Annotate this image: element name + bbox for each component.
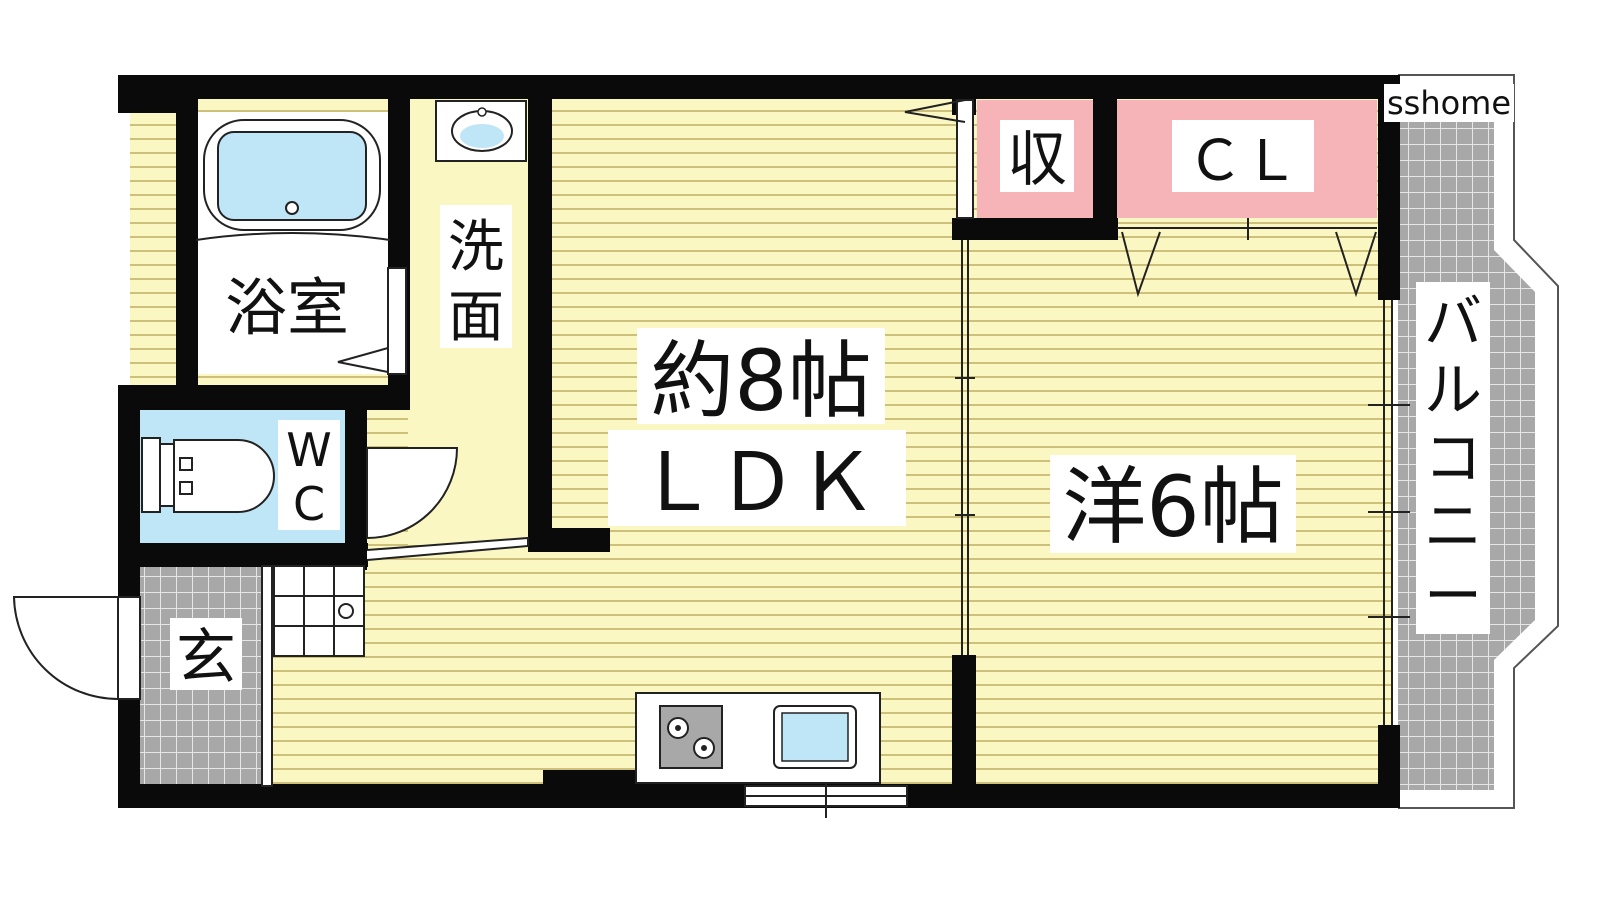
- entrance-door: [12, 596, 119, 701]
- western-room-label-bg: [1050, 455, 1296, 553]
- wc-label-w: W: [286, 423, 331, 477]
- washroom-label-bg: [440, 205, 512, 348]
- bath-label: 浴室: [225, 271, 349, 344]
- balcony-label-5: ー: [1424, 562, 1482, 630]
- ldk-type-bg: [608, 430, 906, 526]
- washbasin-icon: [435, 100, 527, 162]
- watermark-text: sshome: [1387, 84, 1511, 122]
- laundry-pan-icon: [273, 565, 365, 657]
- balcony-label-1: バ: [1424, 288, 1482, 356]
- ldk-size-bg: [637, 328, 885, 424]
- entrance-label-bg: [170, 618, 242, 690]
- toilet-icon: [141, 437, 275, 513]
- storage-label: 収: [1007, 125, 1067, 195]
- watermark-bg: [1384, 84, 1514, 122]
- storage-label-bg: [1000, 120, 1074, 192]
- washroom-door: [366, 536, 529, 561]
- wc-label-bg: [278, 420, 340, 530]
- balcony-label-2: ル: [1424, 356, 1482, 424]
- doors: [12, 267, 529, 701]
- bath-door-frame: [387, 267, 407, 375]
- balcony-label-bg: [1416, 282, 1490, 634]
- bath-door-swing: [337, 347, 389, 373]
- western-room-label: 洋6帖: [1062, 458, 1283, 556]
- bathtub-icon: [195, 119, 391, 241]
- kitchen-sink-icon: [773, 705, 857, 769]
- partitions: [261, 99, 1410, 818]
- entrance-door-frame: [117, 596, 141, 700]
- closet-label: ＣＬ: [1187, 129, 1299, 194]
- ldk-type-label: ＬＤＫ: [637, 436, 877, 529]
- washroom-label-1: 洗: [448, 215, 504, 280]
- ldk-size-label: 約8帖: [650, 332, 871, 430]
- kitchen-counter: [635, 692, 881, 784]
- closet-label-bg: [1172, 120, 1314, 192]
- room-labels: sshome 浴室 洗 面 W C 玄 収 ＣＬ 約8帖 ＬＤＫ 洋6帖 バ ル…: [170, 84, 1514, 693]
- wc-label-c: C: [293, 477, 325, 531]
- entrance-label: 玄: [176, 623, 236, 693]
- walls: [118, 75, 1400, 808]
- balcony-label-4: ニ: [1424, 492, 1482, 560]
- balcony-label-3: コ: [1424, 424, 1482, 492]
- stove-icon: [659, 705, 723, 769]
- wc-door: [366, 447, 459, 540]
- bath-label-bg: [214, 268, 360, 340]
- washroom-label-2: 面: [448, 285, 504, 350]
